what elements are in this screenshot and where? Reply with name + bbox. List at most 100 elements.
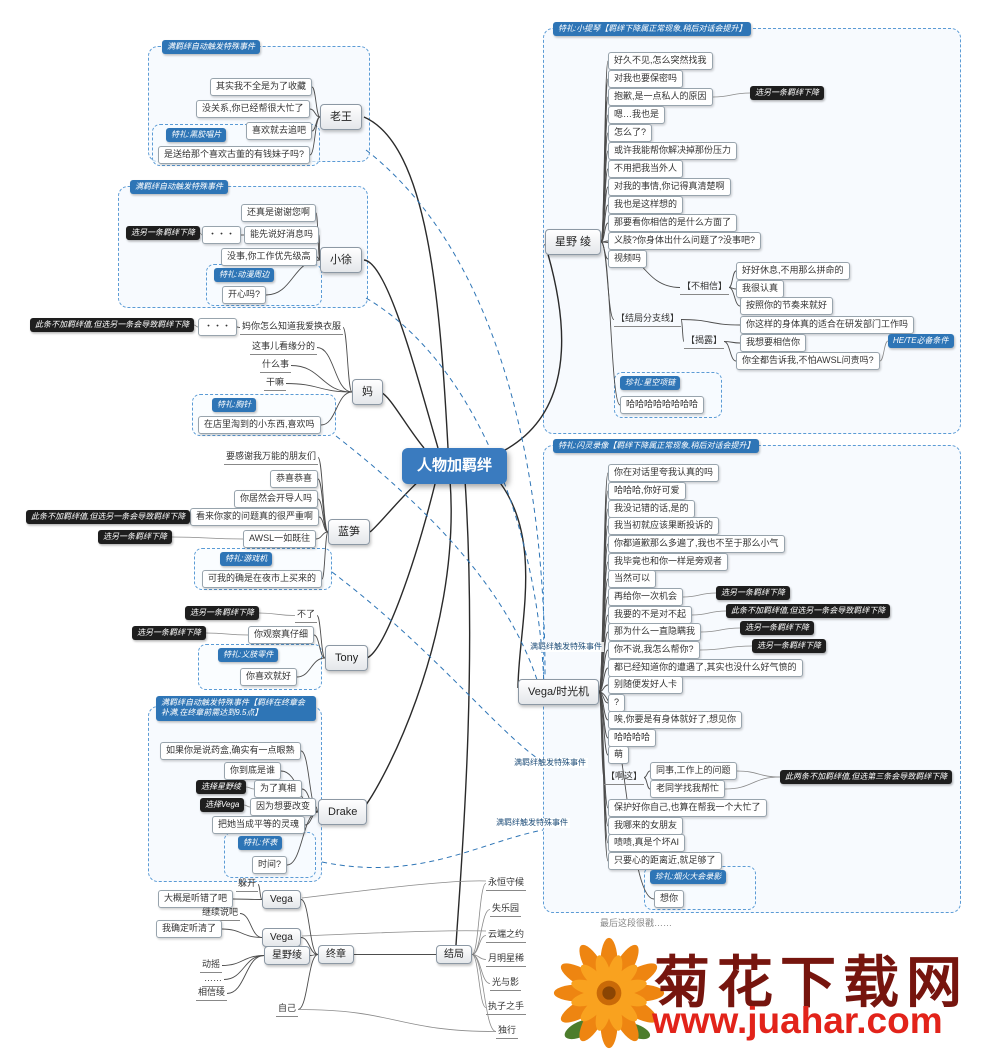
lw-3[interactable]: 喜欢就去追吧 xyxy=(246,122,313,140)
ls-gift[interactable]: 特礼:游戏机 xyxy=(220,552,273,567)
ls-black-1[interactable]: 此条不加羁绊值,但选另一条会导致羁绊下降 xyxy=(26,510,191,525)
dagai[interactable]: 大概是听错了吧 xyxy=(158,890,234,908)
vg-12[interactable]: 都已经知道你的遭遇了,其实也没什么好气愤的 xyxy=(608,659,803,677)
t-black-1[interactable]: 选另一条羁绊下降 xyxy=(185,606,259,621)
dk-sel-2[interactable]: 选择Vega xyxy=(200,798,245,813)
hs-12[interactable]: 视频吗 xyxy=(608,250,648,268)
hs-8[interactable]: 对我的事情,你记得真清楚啊 xyxy=(608,178,731,196)
t-3[interactable]: 你喜欢就好 xyxy=(240,668,298,686)
lw-gift[interactable]: 特礼:黑胶唱片 xyxy=(166,128,227,143)
vg-5[interactable]: 你都道歉那么多遍了,我也不至于那么小气 xyxy=(608,535,785,553)
dk-2[interactable]: 你到底是谁 xyxy=(224,762,282,780)
vg-6[interactable]: 我毕竟也和你一样是旁观者 xyxy=(608,553,729,571)
lw-2[interactable]: 没关系,你已经帮很大忙了 xyxy=(196,100,310,118)
vg-3[interactable]: 我没记错的话,是的 xyxy=(608,500,695,518)
dk-4[interactable]: 因为想要改变 xyxy=(250,798,317,816)
vg-13[interactable]: 别随便发好人卡 xyxy=(608,676,684,694)
vg-10[interactable]: 那为什么一直隐瞒我 xyxy=(608,623,702,641)
hs-11[interactable]: 义肢?你身体出什么问题了?没事吧? xyxy=(608,232,762,250)
lw-1[interactable]: 其实我不全是为了收藏 xyxy=(210,78,313,96)
ending-5[interactable]: 光与影 xyxy=(490,976,522,991)
xiaoxu[interactable]: 小徐 xyxy=(320,247,362,274)
xx-gift[interactable]: 特礼:动漫周边 xyxy=(214,268,275,283)
hs-1[interactable]: 好久不见,怎么突然找我 xyxy=(608,52,713,70)
ending-2[interactable]: 失乐园 xyxy=(490,902,522,917)
ls-6[interactable]: 可我的确是在夜市上买来的 xyxy=(202,570,323,588)
vg-bl-3[interactable]: 选另一条羁绊下降 xyxy=(740,621,814,636)
vg-1[interactable]: 你在对话里夸我认真的吗 xyxy=(608,464,720,482)
hdr-laowang[interactable]: 满羁绊自动触发特殊事件 xyxy=(162,40,260,55)
xx-dots[interactable]: ・・・ xyxy=(202,226,242,244)
center[interactable]: 人物加羁绊 xyxy=(402,448,508,484)
hoshino[interactable]: 星野 绫 xyxy=(545,229,602,256)
hs-15[interactable]: 按照你的节奏来就好 xyxy=(740,297,834,315)
hs-4[interactable]: 嗯…我也是 xyxy=(608,106,666,124)
vg-gift[interactable]: 珍礼:烟火大会录影 xyxy=(650,870,727,885)
ma-3[interactable]: 什么事 xyxy=(260,358,292,373)
ziji[interactable]: 自己 xyxy=(276,1002,299,1017)
vg-2[interactable]: 哈哈哈,你好可爱 xyxy=(608,482,686,500)
dk-sel-1[interactable]: 选择星野绫 xyxy=(196,780,246,795)
zhongzhang[interactable]: 终章 xyxy=(318,945,354,964)
vg-b1[interactable]: 【啊这】 xyxy=(604,770,645,785)
hs-13[interactable]: 好好休息,不用那么拼命的 xyxy=(736,262,850,280)
xx-3[interactable]: 没事,你工作优先级高 xyxy=(221,248,317,266)
vg-8[interactable]: 再给你一次机会 xyxy=(608,588,684,606)
lw-4[interactable]: 是送给那个喜欢古董的有钱妹子吗? xyxy=(158,146,311,164)
hs-10[interactable]: 那要看你相信的是什么方面了 xyxy=(608,214,738,232)
ma-gift[interactable]: 特礼:胸针 xyxy=(212,398,257,413)
t-gift[interactable]: 特礼:义肢零件 xyxy=(218,648,279,663)
vg-9[interactable]: 我要的不是对不起 xyxy=(608,606,693,624)
dk-3[interactable]: 为了真相 xyxy=(254,780,303,798)
hs-he[interactable]: HE/TE必备条件 xyxy=(888,334,954,349)
dk-6[interactable]: 时间? xyxy=(252,856,288,874)
ma-4[interactable]: 干嘛 xyxy=(264,376,287,391)
vg-17[interactable]: 萌 xyxy=(608,746,630,764)
hs-6[interactable]: 或许我能帮你解决掉那份压力 xyxy=(608,142,738,160)
ending-6[interactable]: 执子之手 xyxy=(486,1000,527,1015)
hs-7[interactable]: 不用把我当外人 xyxy=(608,160,684,178)
vg-24[interactable]: 想你 xyxy=(654,890,685,908)
vega-2[interactable]: Vega xyxy=(262,928,301,947)
vg-19[interactable]: 老同学找我帮忙 xyxy=(650,780,726,798)
vg-22[interactable]: 啧啧,真是个坏AI xyxy=(608,834,686,852)
vega-1[interactable]: Vega xyxy=(262,890,301,909)
xx-1[interactable]: 还真是谢谢您啊 xyxy=(241,204,317,222)
dk-5[interactable]: 把她当成平等的灵魂 xyxy=(212,816,306,834)
tony[interactable]: Tony xyxy=(325,645,369,672)
hs-16[interactable]: 你这样的身体真的适合在研发部门工作吗 xyxy=(740,316,915,334)
xx-4[interactable]: 开心吗? xyxy=(222,286,267,304)
dk-gift[interactable]: 特礼:怀表 xyxy=(238,836,283,851)
ma-1[interactable]: 妈你怎么知道我爱换衣服 xyxy=(240,320,344,335)
hs-18[interactable]: 你全都告诉我,不怕AWSL问责吗? xyxy=(736,352,880,370)
hdr-hoshino[interactable]: 特礼:小提琴【羁绊下降属正常现象,稍后对话会提升】 xyxy=(553,22,752,37)
t-1[interactable]: 不了 xyxy=(295,608,318,623)
ls-2[interactable]: 恭喜恭喜 xyxy=(270,470,319,488)
vg-20[interactable]: 保护好你自己,也算在帮我一个大忙了 xyxy=(608,799,767,817)
ending-4[interactable]: 月明星稀 xyxy=(486,952,527,967)
lansun[interactable]: 蓝笋 xyxy=(328,519,370,546)
vg-bl-5[interactable]: 此两条不加羁绊值,但选第三条会导致羁绊下降 xyxy=(780,770,953,785)
vg-bl-4[interactable]: 选另一条羁绊下降 xyxy=(752,639,826,654)
hs-gift[interactable]: 珍礼:星空项链 xyxy=(620,376,681,391)
hs-3[interactable]: 抱歉,是一点私人的原因 xyxy=(608,88,713,106)
hoshino-2[interactable]: 星野绫 xyxy=(264,946,310,965)
vg-4[interactable]: 我当初就应该果断投诉的 xyxy=(608,517,720,535)
vg-16[interactable]: 哈哈哈哈 xyxy=(608,729,657,747)
hs-17[interactable]: 我想要相信你 xyxy=(740,334,807,352)
vg-11[interactable]: 你不说,我怎么帮你? xyxy=(608,641,700,659)
vg-15[interactable]: 唉,你要是有身体就好了,想见你 xyxy=(608,711,743,729)
xx-black-1[interactable]: 选另一条羁绊下降 xyxy=(126,226,200,241)
vg-21[interactable]: 我哪来的女朋友 xyxy=(608,817,684,835)
queding[interactable]: 我确定听清了 xyxy=(156,920,223,938)
duokai[interactable]: 躲开 xyxy=(236,877,259,892)
ma-2[interactable]: 这事儿看缘分的 xyxy=(250,340,318,355)
hs-black-1[interactable]: 选另一条羁绊下降 xyxy=(750,86,824,101)
jieju[interactable]: 结局 xyxy=(436,945,472,964)
hdr-vega[interactable]: 特礼:闪灵录像【羁绊下降属正常现象,稍后对话会提升】 xyxy=(553,439,760,454)
hs-19[interactable]: 哈哈哈哈哈哈哈哈 xyxy=(620,396,705,414)
vg-bl-2[interactable]: 此条不加羁绊值,但选另一条会导致羁绊下降 xyxy=(726,604,891,619)
hdr-xiaoxu[interactable]: 满羁绊自动触发特殊事件 xyxy=(130,180,228,195)
drake[interactable]: Drake xyxy=(318,799,368,826)
dongyao[interactable]: 动摇 xyxy=(200,958,223,973)
